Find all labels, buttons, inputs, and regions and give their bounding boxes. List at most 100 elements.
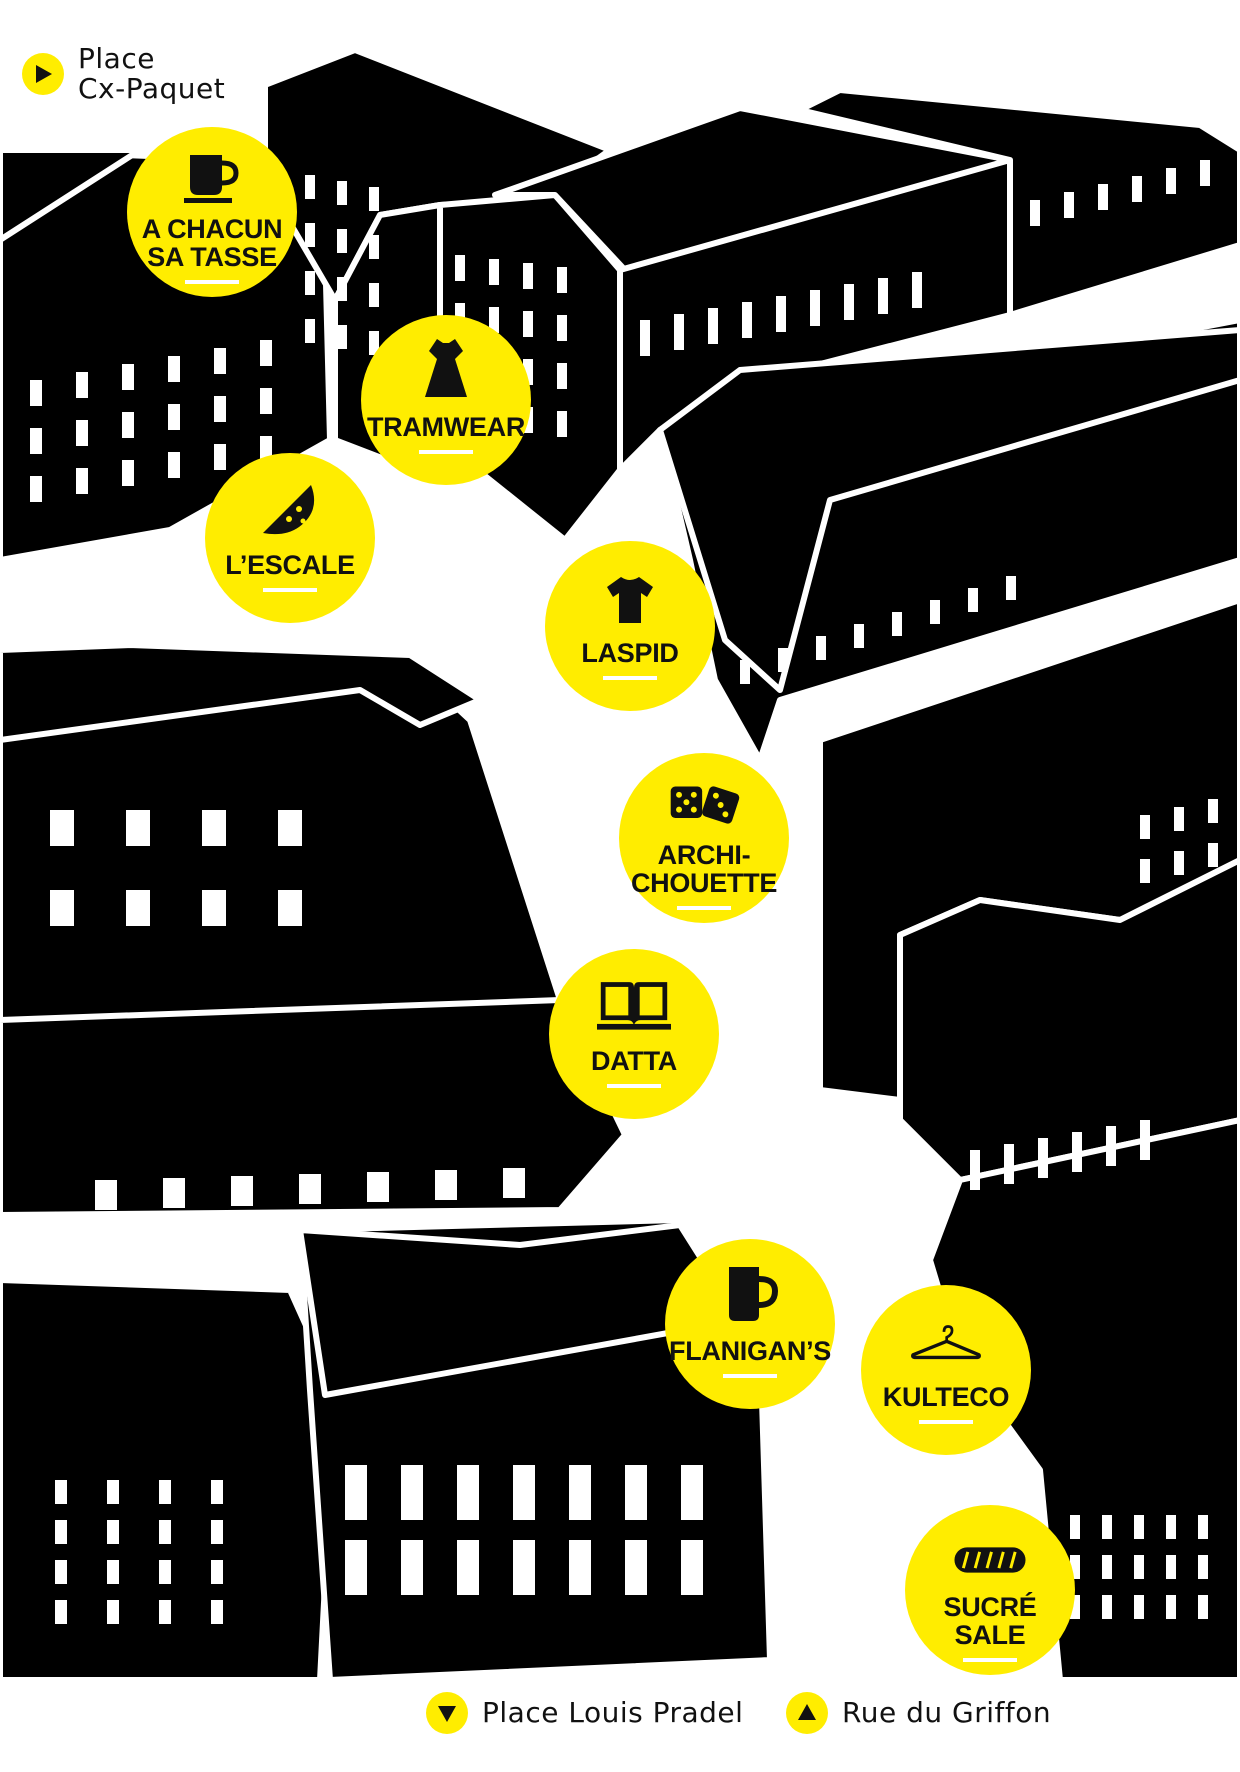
start-place-line1: Place xyxy=(78,42,155,75)
destination-rue-du-griffon[interactable]: Rue du Griffon xyxy=(786,1692,1051,1734)
window xyxy=(1198,1555,1208,1579)
window xyxy=(1198,1595,1208,1619)
window xyxy=(1140,859,1150,883)
window xyxy=(1072,1132,1082,1172)
shop-label: FLANIGAN’S xyxy=(669,1336,831,1366)
window xyxy=(816,636,826,660)
window xyxy=(1132,176,1142,202)
window xyxy=(1006,576,1016,600)
window xyxy=(305,223,315,247)
window xyxy=(503,1168,525,1198)
building-top-right-b xyxy=(797,87,1240,318)
window xyxy=(50,810,74,846)
window xyxy=(369,283,379,307)
window xyxy=(489,259,499,285)
window xyxy=(523,263,533,289)
window xyxy=(122,460,134,486)
window xyxy=(163,1178,185,1208)
start-place[interactable]: Place Cx-Paquet xyxy=(22,44,225,104)
shop-label: A CHACUN xyxy=(141,214,283,244)
window xyxy=(557,315,567,341)
window xyxy=(55,1480,67,1504)
window xyxy=(1166,1515,1176,1539)
window xyxy=(159,1560,171,1584)
window xyxy=(367,1172,389,1202)
window xyxy=(776,296,786,332)
window xyxy=(214,348,226,374)
window xyxy=(810,290,820,326)
shop-label: ARCHI- xyxy=(657,840,751,870)
destination-place-louis-pradel[interactable]: Place Louis Pradel xyxy=(426,1692,743,1734)
start-place-line2: Cx-Paquet xyxy=(78,72,226,105)
window xyxy=(1102,1515,1112,1539)
window xyxy=(401,1540,423,1595)
window xyxy=(523,359,533,385)
beer-mug-icon xyxy=(713,1259,787,1323)
dress-icon xyxy=(409,335,483,399)
shop-underline xyxy=(963,1658,1017,1662)
dice-icon xyxy=(667,767,741,831)
window xyxy=(740,660,750,684)
window xyxy=(1198,1515,1208,1539)
window xyxy=(107,1560,119,1584)
window xyxy=(1106,1126,1116,1166)
window xyxy=(1038,1138,1048,1178)
window xyxy=(1102,1595,1112,1619)
window xyxy=(369,235,379,259)
window xyxy=(260,340,272,366)
window xyxy=(1070,1515,1080,1539)
window xyxy=(912,272,922,308)
window xyxy=(345,1465,367,1520)
window xyxy=(457,1540,479,1595)
shop-lescale[interactable]: L’ESCALE xyxy=(205,453,375,623)
window xyxy=(202,810,226,846)
window xyxy=(435,1170,457,1200)
pizza-slice-icon xyxy=(253,473,327,537)
window xyxy=(681,1465,703,1520)
window xyxy=(337,229,347,253)
window xyxy=(95,1180,117,1210)
building-windows xyxy=(30,160,1218,1624)
window xyxy=(878,278,888,314)
window xyxy=(1200,160,1210,186)
window xyxy=(211,1520,223,1544)
shop-archi-chouette[interactable]: ARCHI-CHOUETTE xyxy=(619,753,789,923)
shop-laspid[interactable]: LASPID xyxy=(545,541,715,711)
building-left-band xyxy=(0,997,628,1218)
shop-tramwear[interactable]: TRAMWEAR xyxy=(361,315,531,485)
shop-label: SALE xyxy=(954,1620,1026,1650)
shop-kulteco[interactable]: KULTECO xyxy=(861,1285,1031,1455)
shop-label: CHOUETTE xyxy=(630,868,778,898)
window xyxy=(231,1176,253,1206)
shop-underline xyxy=(607,1084,661,1088)
window xyxy=(214,396,226,422)
window xyxy=(76,420,88,446)
coffee-cup-icon xyxy=(175,141,249,205)
window xyxy=(854,624,864,648)
window xyxy=(76,468,88,494)
shop-underline xyxy=(677,906,731,910)
sandwich-icon xyxy=(953,1519,1027,1583)
window xyxy=(126,810,150,846)
shop-datta[interactable]: DATTA xyxy=(549,949,719,1119)
shop-label: LASPID xyxy=(581,638,679,668)
shop-label: SUCRÉ xyxy=(943,1592,1037,1622)
open-book-icon xyxy=(597,969,671,1033)
shop-flanigans[interactable]: FLANIGAN’S xyxy=(665,1239,835,1409)
window xyxy=(1166,168,1176,194)
window xyxy=(278,890,302,926)
window xyxy=(1174,807,1184,831)
window xyxy=(1166,1555,1176,1579)
shop-label: KULTECO xyxy=(882,1382,1010,1412)
window xyxy=(211,1600,223,1624)
window xyxy=(401,1465,423,1520)
window xyxy=(513,1465,535,1520)
window xyxy=(1140,815,1150,839)
window xyxy=(457,1465,479,1520)
window xyxy=(513,1540,535,1595)
building-right-middle-roof xyxy=(657,327,1240,693)
window xyxy=(337,277,347,301)
